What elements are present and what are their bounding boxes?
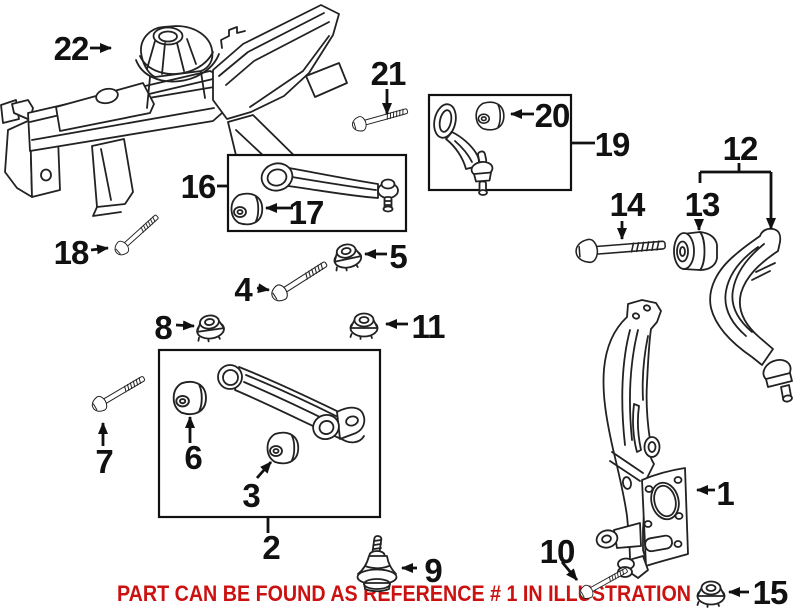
bushing-13-drawing xyxy=(673,231,718,271)
callout-14: 14 xyxy=(610,186,646,223)
control-arm-16-drawing xyxy=(260,162,399,213)
callout-16: 16 xyxy=(181,168,216,205)
bolt-21-drawing xyxy=(350,103,410,134)
bushing-17-drawing xyxy=(230,192,264,226)
control-arm-19-drawing xyxy=(433,103,494,196)
control-arm-2-drawing xyxy=(217,364,366,444)
nut-11-drawing xyxy=(349,312,379,340)
nut-15-drawing xyxy=(696,580,726,608)
callout-8-arrow xyxy=(175,320,195,331)
callout-13: 13 xyxy=(685,186,720,223)
bolt-18-drawing xyxy=(111,210,163,259)
callout-19: 19 xyxy=(595,126,630,163)
callout-22: 22 xyxy=(54,30,89,67)
callout-18-arrow xyxy=(90,244,109,255)
callout-20: 20 xyxy=(535,97,570,134)
callout-2: 2 xyxy=(262,529,280,566)
callout-arrows xyxy=(90,43,776,597)
bolt-4-drawing xyxy=(268,256,331,305)
callout-10: 10 xyxy=(540,533,575,570)
callout-21: 21 xyxy=(371,55,406,92)
callout-6: 6 xyxy=(184,439,202,476)
callout-11: 11 xyxy=(412,308,446,345)
bushing-20-drawing xyxy=(475,101,505,131)
knuckle-drawing xyxy=(595,299,689,579)
kit-box-16-group xyxy=(226,153,408,233)
ball-joint-9-drawing xyxy=(356,535,398,593)
callout-8: 8 xyxy=(154,309,172,346)
callout-10-arrow xyxy=(560,561,579,581)
callout-9: 9 xyxy=(424,552,442,589)
nut-5-drawing xyxy=(330,241,365,274)
callout-labels: 22 21 16 17 19 20 18 5 4 8 11 14 13 12 7… xyxy=(54,30,789,609)
callout-7: 7 xyxy=(95,443,112,480)
callout-1: 1 xyxy=(716,475,734,512)
kit-box-2-group xyxy=(157,348,382,519)
callout-18: 18 xyxy=(54,234,89,271)
bushing-6-drawing xyxy=(172,380,207,416)
control-arm-12-drawing xyxy=(709,227,793,403)
callout-5: 5 xyxy=(389,238,407,275)
callout-17: 17 xyxy=(289,194,324,231)
callout-12: 12 xyxy=(723,130,758,167)
kit-box-19-group xyxy=(427,93,573,196)
nut-8-drawing xyxy=(194,312,227,344)
callout-4: 4 xyxy=(234,271,253,308)
bolt-7-drawing xyxy=(88,371,149,415)
callout-12-bracket xyxy=(698,163,771,183)
callout-15: 15 xyxy=(753,574,788,609)
callout-4-arrow xyxy=(256,283,270,294)
callout-3-arrow xyxy=(255,461,273,479)
bushing-3-drawing xyxy=(266,431,300,465)
callout-3: 3 xyxy=(242,477,260,514)
